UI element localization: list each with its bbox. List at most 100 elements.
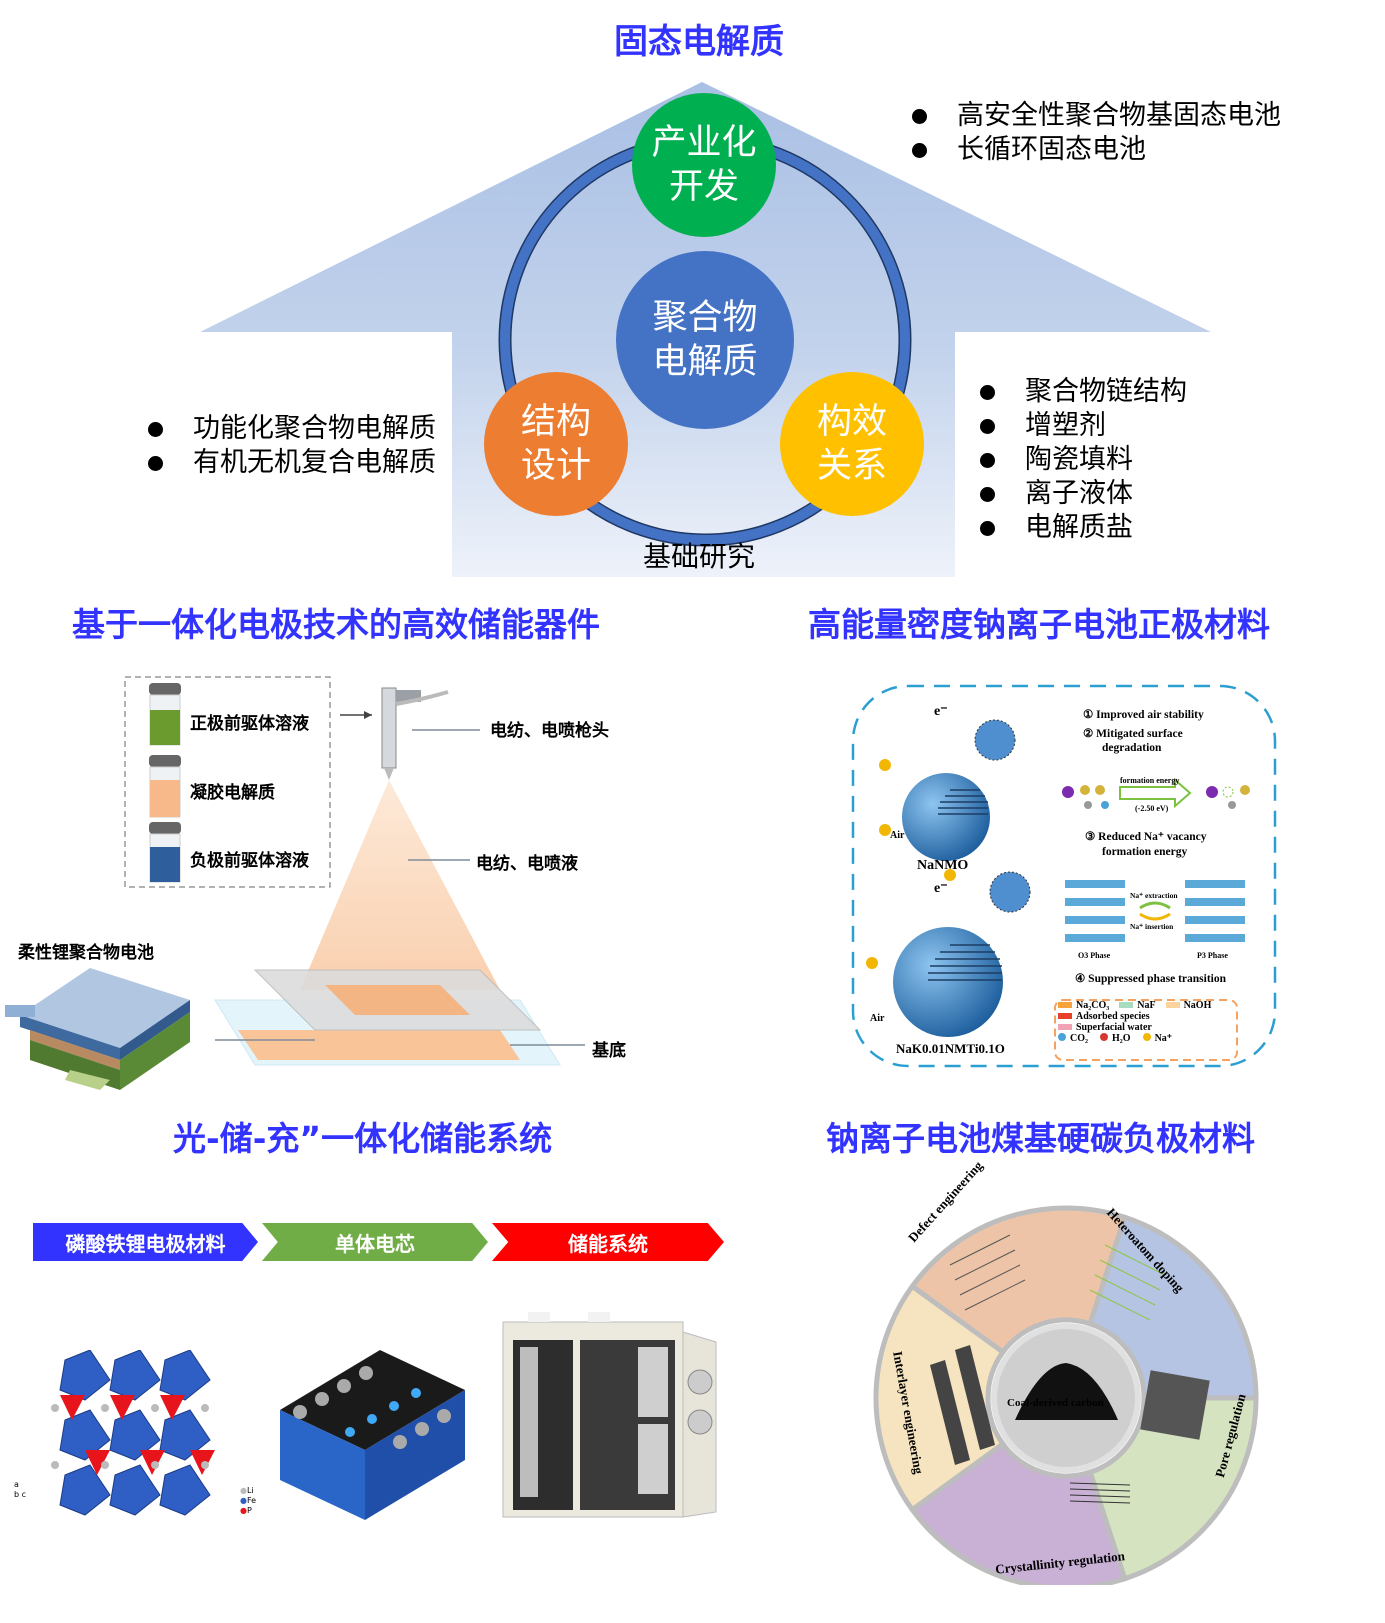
sprayed-area: [325, 985, 470, 1015]
point-1: ① Improved air stability: [1083, 709, 1204, 721]
o3-phase-icon: [1065, 880, 1125, 942]
spray-cone: [300, 780, 500, 990]
bullet-dot-icon: [912, 142, 927, 158]
storage-system-title: 光-储-充”一体化储能系统: [173, 1119, 553, 1158]
legend-label: Na₂CO₃: [1076, 1000, 1110, 1011]
spray-liquid-label: 电纺、电喷液: [476, 854, 578, 874]
anode-vial-icon: [149, 822, 181, 883]
structure-property-line2: 关系: [816, 446, 887, 486]
electron-label-2: e⁻: [934, 881, 948, 896]
bullet-dot-icon: [980, 520, 995, 536]
legend-label: H₂O: [1112, 1033, 1131, 1044]
legend-item: H₂O: [1100, 1033, 1131, 1044]
graphene-sheet-icon: [949, 1234, 1026, 1311]
left-bullet-list: 功能化聚合物电解质 有机无机复合电解质: [148, 412, 436, 480]
axis-labels: a b c: [14, 1480, 26, 1500]
na-extraction-label: Na⁺ extraction: [1130, 891, 1178, 900]
prismatic-cells-image: [280, 1350, 465, 1520]
nanmo-label: NaNMO: [917, 858, 969, 873]
bullet-text: 离子液体: [1025, 478, 1133, 509]
legend-label: NaF: [1137, 1000, 1156, 1011]
atom-label: Li: [246, 1486, 254, 1495]
atom-legend: ●Li ●Fe ●P: [240, 1486, 256, 1516]
step-label: 储能系统: [568, 1231, 648, 1256]
solid-electrolyte-title: 固态电解质: [614, 22, 784, 62]
bullet-item: 功能化聚合物电解质: [148, 412, 436, 446]
dashed-frame: [851, 684, 1277, 1068]
atom-fe: ●Fe: [240, 1496, 257, 1505]
bullet-item: 增塑剂: [980, 409, 1187, 443]
bullet-text: 陶瓷填料: [1025, 444, 1133, 475]
hard-carbon-wheel: [873, 1205, 1259, 1585]
bullet-text: 有机无机复合电解质: [193, 447, 436, 478]
point-3-cont: formation energy: [1102, 846, 1188, 858]
p3-phase-icon: [1185, 880, 1245, 942]
point-2: ② Mitigated surface: [1083, 728, 1183, 740]
crystallinity-lines-icon: [1069, 1482, 1131, 1504]
legend-item: NaF: [1119, 1000, 1156, 1011]
anode-precursor-label: 负极前驱体溶液: [190, 851, 309, 871]
industrialization-line2: 开发: [668, 167, 739, 207]
legend-row: CO₂ H₂O Na⁺: [1058, 1033, 1238, 1044]
air-label: Air: [890, 830, 905, 841]
bullet-item: 离子液体: [980, 477, 1187, 511]
doped-carbon-icon: [1089, 1244, 1166, 1321]
step-single-cell: 单体电芯: [262, 1223, 488, 1261]
bullet-text: 聚合物链结构: [1025, 376, 1187, 407]
bullet-dot-icon: [980, 418, 995, 434]
point-2-cont: degradation: [1102, 742, 1162, 754]
axis-a: a: [14, 1480, 19, 1489]
axis-c: c: [21, 1490, 27, 1499]
legend-row: Na₂CO₃ NaF NaOH: [1058, 1000, 1238, 1011]
atom-label: P: [246, 1506, 252, 1515]
bullet-dot-icon: [912, 108, 927, 124]
legend-swatch: [1058, 1002, 1072, 1008]
wheel-segment-crystallinity-regulation: [908, 1440, 1128, 1585]
polymer-electrolyte-line1: 聚合物: [652, 298, 758, 338]
bullet-text: 长循环固态电池: [957, 134, 1146, 165]
p3-phase-label: P3 Phase: [1197, 951, 1228, 960]
polymer-electrolyte-circle: 聚合物 电解质: [616, 251, 794, 429]
step-storage-system: 储能系统: [492, 1223, 724, 1261]
crystal-structure-icon: [1062, 785, 1250, 809]
precursor-box: [124, 676, 331, 888]
air-label-2: Air: [870, 1013, 885, 1024]
electron-label: e⁻: [934, 704, 948, 719]
atom-li: ●Li: [240, 1486, 254, 1495]
step-label: 单体电芯: [335, 1231, 415, 1256]
formation-energy-label: formation energy: [1120, 776, 1180, 785]
legend-item: Adsorbed species: [1058, 1011, 1238, 1022]
flexible-battery-label: 柔性锂聚合物电池: [18, 943, 154, 963]
legend-item: NaOH: [1165, 1000, 1211, 1011]
o3-phase-label: O3 Phase: [1078, 951, 1111, 960]
fundamental-research-label: 基础研究: [643, 540, 756, 573]
bullet-dot-icon: [980, 384, 995, 400]
legend-label: CO₂: [1070, 1033, 1088, 1044]
doped-material-label: NaK0.01NMTi0.1O: [896, 1041, 1005, 1056]
energy-storage-cabinet-image: [502, 1312, 717, 1518]
gel-electrolyte-vial-icon: [149, 755, 181, 818]
point-3: ③ Reduced Na⁺ vacancy: [1085, 831, 1207, 843]
step-lfp-material: 磷酸铁锂电极材料: [33, 1223, 258, 1261]
legend-label: Superfacial water: [1076, 1022, 1152, 1033]
industrialization-circle: 产业化 开发: [632, 93, 776, 237]
porous-cube-icon: [1140, 1370, 1210, 1440]
atom-label: Fe: [246, 1496, 257, 1505]
electrospray-illustration: [5, 676, 585, 1090]
structure-design-line1: 结构: [520, 402, 591, 442]
legend-item: Na⁺: [1142, 1033, 1172, 1044]
substrate-label: 基底: [592, 1041, 626, 1061]
legend-item: Superfacial water: [1058, 1022, 1238, 1033]
legend-swatch: [1058, 1024, 1072, 1030]
na-insertion-label: Na⁺ insertion: [1130, 922, 1174, 931]
lfp-crystal-structure: [51, 1350, 215, 1516]
flexible-battery-icon: [5, 968, 190, 1090]
zoom-inset-icon: [974, 719, 1016, 761]
point-4: ④ Suppressed phase transition: [1075, 973, 1227, 985]
legend-swatch: [1058, 1013, 1072, 1019]
structure-design-line2: 设计: [520, 446, 591, 486]
coal-powder-icon: [1015, 1363, 1118, 1420]
h2o-icon: [1100, 1033, 1108, 1041]
step-label: 磷酸铁锂电极材料: [65, 1231, 226, 1256]
formation-energy-value: (-2.50 eV): [1135, 804, 1169, 813]
